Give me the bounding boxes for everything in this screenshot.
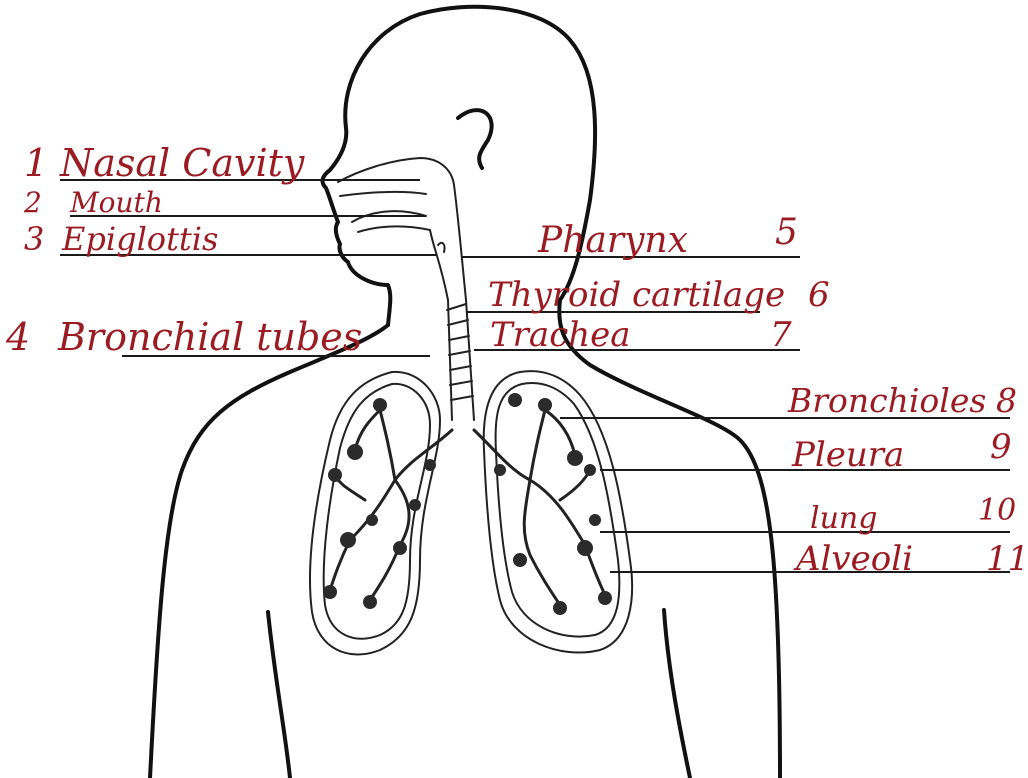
- label-bronchial-tubes: Bronchial tubes: [57, 315, 362, 359]
- body-outline: [150, 7, 780, 778]
- label-nasal-cavity: Nasal Cavity: [59, 141, 305, 185]
- label-number-nasal-cavity: 1: [24, 141, 48, 185]
- label-trachea: Trachea: [490, 315, 631, 355]
- label-bronchioles: Bronchioles: [787, 381, 986, 420]
- right-lung: [474, 371, 632, 652]
- label-lung: lung: [810, 501, 877, 536]
- label-number-bronchioles: 8: [996, 381, 1017, 420]
- labels-left: 1 Nasal Cavity 2 Mouth 3 Epiglottis 4 Br…: [5, 141, 362, 359]
- label-number-pharynx: 5: [775, 212, 798, 253]
- label-pharynx: Pharynx: [537, 220, 688, 261]
- label-number-thyroid-cartilage: 6: [808, 275, 830, 315]
- label-number-mouth: 2: [23, 186, 42, 219]
- label-number-bronchial-tubes: 4: [5, 315, 30, 359]
- labels-right: Pharynx 5 Thyroid cartilage 6 Trachea 7 …: [488, 212, 1028, 579]
- label-number-trachea: 7: [770, 315, 792, 355]
- airway: [338, 158, 474, 420]
- label-pleura: Pleura: [791, 435, 904, 475]
- label-number-lung: 10: [978, 493, 1016, 528]
- label-epiglottis: Epiglottis: [61, 220, 218, 258]
- label-thyroid-cartilage: Thyroid cartilage: [488, 275, 785, 315]
- left-lung: [310, 372, 452, 655]
- label-alveoli: Alveoli: [793, 539, 913, 579]
- label-mouth: Mouth: [69, 186, 163, 219]
- label-number-epiglottis: 3: [24, 220, 44, 258]
- label-number-pleura: 9: [990, 427, 1012, 467]
- label-number-alveoli: 11: [986, 539, 1028, 579]
